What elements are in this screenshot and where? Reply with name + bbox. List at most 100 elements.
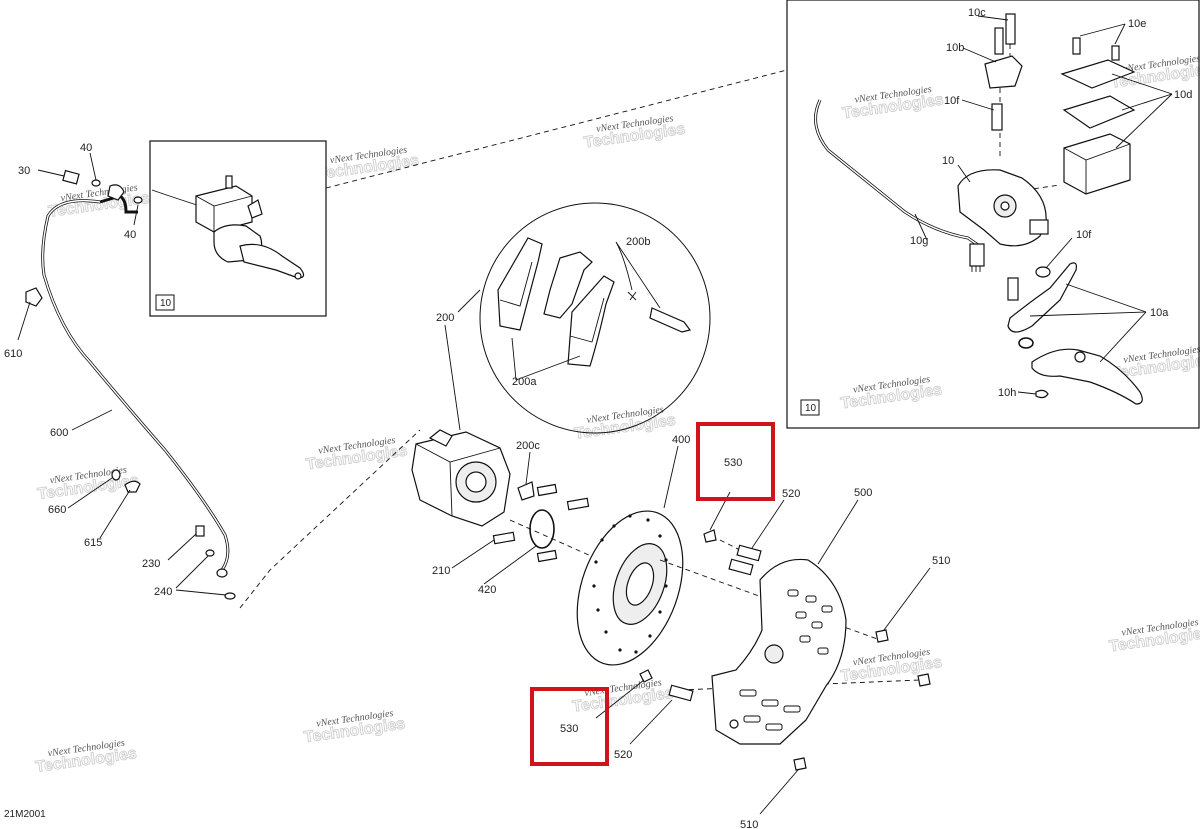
- screw-510-right: [875, 629, 889, 643]
- callout-200b: 200b: [626, 236, 650, 248]
- leader-10e: [1079, 23, 1126, 45]
- washer-240-b: [224, 592, 236, 600]
- screw-530-top: [703, 529, 717, 543]
- bracket-615: [124, 480, 141, 493]
- switch-connector: [969, 243, 985, 267]
- bolt-10f-top: [991, 103, 1003, 131]
- callout-500: 500: [854, 487, 872, 499]
- highlight-box-bottom: [530, 687, 609, 766]
- callout-30: 30: [18, 165, 30, 177]
- leader-240-a: [175, 555, 209, 589]
- caliper-bolt-210: [492, 531, 516, 545]
- brake-hose-assembly: 30 40 40 610 600 660 615 230 240: [4, 142, 421, 609]
- callout-510-bottom: 510: [740, 819, 758, 829]
- callout-10g: 10g: [910, 235, 928, 247]
- leader-40-top: [89, 152, 97, 181]
- highlight-530-bottom[interactable]: 530: [530, 687, 609, 766]
- banjo-fitting-top: [107, 184, 125, 201]
- detail-master-cylinder-assembled: 10: [149, 140, 327, 317]
- inset-ref-box: [800, 399, 820, 416]
- detail-lever-tip: [294, 272, 302, 280]
- reservoir-screw-10e-right: [1111, 45, 1120, 61]
- callout-10d: 10d: [1174, 89, 1192, 101]
- caliper-axis-line: [509, 519, 601, 561]
- caliper-edges: [415, 443, 501, 517]
- leader-530-bottom: [595, 679, 645, 719]
- highlight-530-top[interactable]: 530: [696, 422, 775, 501]
- reservoir-screw-10e-left: [1072, 37, 1081, 55]
- screw-510-bottom: [793, 757, 807, 771]
- hose-leaders: [17, 152, 227, 596]
- callout-10f-lower: 10f: [1076, 229, 1092, 241]
- inset-leaders: [914, 15, 1173, 395]
- banjo-fitting-lower: [216, 568, 228, 578]
- brake-line-10g: [814, 99, 979, 247]
- clamp-10b: [984, 55, 1023, 89]
- clamp-bolt-left: [994, 27, 1004, 55]
- detail-ref-box: [155, 294, 175, 311]
- leader-10f-top: [961, 99, 995, 111]
- inset-link-line: [325, 69, 788, 189]
- detail-screw: [225, 175, 233, 189]
- leader-230: [167, 533, 197, 561]
- leader-200: [444, 324, 461, 431]
- lever-pivot-bolt: [1007, 277, 1019, 301]
- leader-510-right: [883, 567, 931, 631]
- callout-230: 230: [142, 558, 160, 570]
- caliper-bolt-b: [566, 497, 590, 511]
- diagram-code: 21M2001: [4, 809, 46, 820]
- callout-200a: 200a: [512, 376, 537, 388]
- callout-615: 615: [84, 537, 102, 549]
- leader-500: [817, 499, 859, 565]
- inset-ref-label: 10: [805, 403, 817, 414]
- leader-200b-lines: [615, 241, 661, 309]
- callout-420: 420: [478, 584, 496, 596]
- brake-pad-right-edge: [569, 297, 605, 343]
- callout-40-top: 40: [80, 142, 92, 154]
- brake-disc-assembly: 400: [576, 434, 690, 666]
- callout-240: 240: [154, 586, 172, 598]
- reservoir-body-edges: [1063, 143, 1131, 194]
- pad-detail-circle: [479, 202, 711, 434]
- disc-bore: [625, 562, 655, 606]
- leader-10d: [1111, 73, 1173, 149]
- detail-switch: [247, 199, 263, 219]
- callout-520-top: 520: [782, 488, 800, 500]
- callout-510-right: 510: [932, 555, 950, 567]
- callout-210: 210: [432, 565, 450, 577]
- leader-10f-lower: [1045, 237, 1073, 269]
- guard-lower-hole: [729, 719, 739, 729]
- brake-hose-600-inner: [41, 199, 229, 571]
- leader-200c: [525, 451, 531, 485]
- caliper-assembly: 200c 210 420: [411, 324, 601, 596]
- spacer-520-bottom: [668, 684, 694, 702]
- connector-pins: [971, 266, 981, 272]
- leader-10b: [962, 47, 997, 63]
- lever-spring: [1018, 337, 1034, 349]
- lever-pivot-hole: [1074, 351, 1086, 363]
- leader-600: [71, 409, 113, 431]
- callout-10c: 10c: [968, 7, 986, 19]
- callout-520-bottom: 520: [614, 749, 632, 761]
- callout-610: 610: [4, 348, 22, 360]
- brake-light-switch: [1029, 219, 1049, 235]
- detail-ref-label: 10: [160, 298, 172, 309]
- callout-400: 400: [672, 434, 690, 446]
- brake-pad-left: [497, 237, 543, 331]
- guard-leaders: [595, 491, 931, 815]
- hose-to-caliper-line: [239, 429, 421, 609]
- callout-200c: 200c: [516, 440, 540, 452]
- reservoir-cap: [1060, 59, 1136, 89]
- callout-10b: 10b: [946, 42, 964, 54]
- leader-40-right: [133, 204, 139, 226]
- washer-240-a: [205, 549, 215, 557]
- banjo-bolt-30: [62, 169, 80, 185]
- leader-615: [99, 489, 131, 539]
